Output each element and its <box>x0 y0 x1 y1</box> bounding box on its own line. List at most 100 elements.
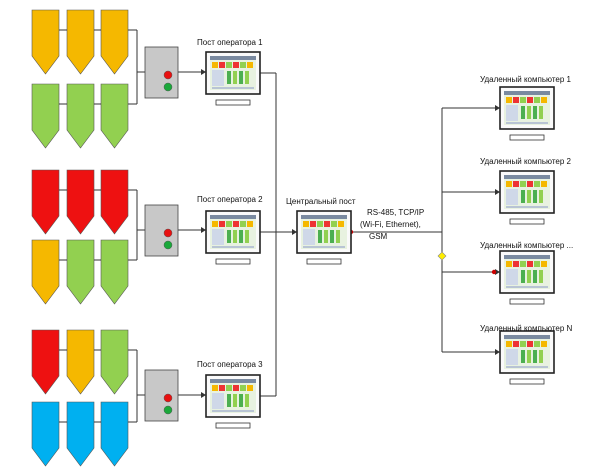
tank-g1-r2-3 <box>100 83 129 149</box>
screen-status-cell <box>534 181 540 187</box>
screen-gauge <box>521 106 525 119</box>
screen-gauge <box>533 270 537 283</box>
remote-3-monitor <box>499 250 555 305</box>
screen-status-cell <box>233 385 239 391</box>
monitor-stand <box>509 218 545 225</box>
controller-1 <box>144 46 179 99</box>
screen-panel <box>212 393 224 409</box>
screen-footer <box>506 206 548 208</box>
tank-g3-r1-3 <box>100 329 129 395</box>
tank-g1-r1-2 <box>66 9 95 75</box>
screen-gauge <box>227 230 231 243</box>
screen-titlebar <box>504 175 550 179</box>
controller-3 <box>144 369 179 422</box>
arrow-icon <box>201 69 206 75</box>
screen-status-cell <box>331 221 337 227</box>
monitor-stand <box>509 378 545 385</box>
screen-status-cell <box>513 181 519 187</box>
screen-status-cell <box>513 261 519 267</box>
arrow-icon <box>495 189 500 195</box>
screen-status-cell <box>520 181 526 187</box>
arrow-icon <box>292 229 297 235</box>
screen-gauge <box>336 230 340 243</box>
screen-footer <box>303 246 345 248</box>
screen-gauge <box>533 350 537 363</box>
operator-3-label: Пост оператора 3 <box>197 360 263 369</box>
screen-gauge <box>539 190 543 203</box>
screen-gauge <box>539 270 543 283</box>
tank-g1-r1-3 <box>100 9 129 75</box>
screen-status-cell <box>520 97 526 103</box>
tank-g1-r2-2 <box>66 83 95 149</box>
screen-status-cell <box>506 261 512 267</box>
screen-gauge <box>527 106 531 119</box>
remote-2-monitor <box>499 170 555 225</box>
screen-status-cell <box>541 181 547 187</box>
link-protocol-line-1: RS-485, TCP/IP <box>367 208 424 217</box>
central-post-monitor <box>296 210 352 265</box>
screen-gauge <box>239 394 243 407</box>
screen-status-cell <box>527 261 533 267</box>
screen-gauge <box>527 350 531 363</box>
screen-status-cell <box>226 385 232 391</box>
screen-status-cell <box>219 385 225 391</box>
screen-gauge <box>521 270 525 283</box>
controller-2 <box>144 204 179 257</box>
connection-lines <box>128 29 500 423</box>
screen-footer <box>212 246 254 248</box>
green-indicator-icon <box>163 240 173 250</box>
screen-titlebar <box>504 255 550 259</box>
junction-diamond-icon <box>437 251 447 261</box>
screen-titlebar <box>210 215 256 219</box>
red-indicator-icon <box>163 393 173 403</box>
operator-1-monitor <box>205 51 261 106</box>
screen-gauge <box>533 106 537 119</box>
remote-n-label: Удаленный компьютер N <box>480 324 573 333</box>
arrow-icon <box>201 392 206 398</box>
screen-gauge <box>539 106 543 119</box>
screen-status-cell <box>219 62 225 68</box>
screen-status-cell <box>247 221 253 227</box>
screen-titlebar <box>210 379 256 383</box>
screen-gauge <box>521 350 525 363</box>
screen-status-cell <box>541 261 547 267</box>
arrow-icon <box>495 349 500 355</box>
screen-gauge <box>324 230 328 243</box>
screen-footer <box>506 286 548 288</box>
screen-status-cell <box>219 221 225 227</box>
screen-status-cell <box>226 62 232 68</box>
monitor-stand <box>509 298 545 305</box>
screen-gauge <box>318 230 322 243</box>
screen-gauge <box>233 394 237 407</box>
computer-monitors <box>205 51 555 429</box>
screen-status-cell <box>338 221 344 227</box>
screen-titlebar <box>504 91 550 95</box>
screen-titlebar <box>301 215 347 219</box>
screen-status-cell <box>506 341 512 347</box>
screen-footer <box>212 87 254 89</box>
tank-g3-r1-2 <box>66 329 95 395</box>
tank-g2-r1-3 <box>100 169 129 235</box>
screen-gauge <box>239 230 243 243</box>
monitor-stand <box>215 99 251 106</box>
red-indicator-icon <box>163 70 173 80</box>
remote-1-label: Удаленный компьютер 1 <box>480 75 572 84</box>
screen-status-cell <box>303 221 309 227</box>
screen-panel <box>212 229 224 245</box>
screen-status-cell <box>233 62 239 68</box>
screen-status-cell <box>317 221 323 227</box>
green-indicator-icon <box>163 405 173 415</box>
screen-status-cell <box>240 221 246 227</box>
screen-gauge <box>533 190 537 203</box>
screen-gauge <box>227 394 231 407</box>
screen-status-cell <box>513 97 519 103</box>
screen-status-cell <box>212 62 218 68</box>
storage-tanks <box>31 9 129 467</box>
screen-status-cell <box>520 341 526 347</box>
screen-gauge <box>239 71 243 84</box>
tank-g2-r2-2 <box>66 239 95 305</box>
controller-units <box>144 46 179 422</box>
operator-2-monitor <box>205 210 261 265</box>
screen-status-cell <box>527 341 533 347</box>
remote-2-label: Удаленный компьютер 2 <box>480 157 572 166</box>
